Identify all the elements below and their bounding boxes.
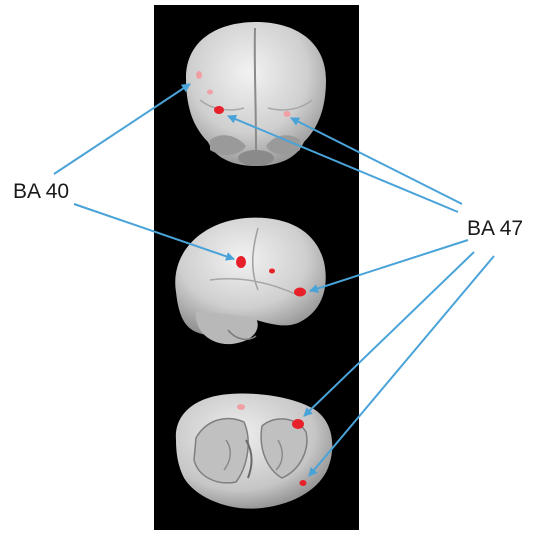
activation-blob-lateral-small — [269, 268, 275, 274]
arrow-ba40-to-lateral — [73, 203, 235, 261]
activation-blob-inferior-ba47-upper — [292, 419, 304, 429]
arrow-ba40-to-frontal — [53, 83, 191, 175]
arrow-ba47-to-inferior-lower — [308, 255, 495, 477]
arrow-ba47-to-lateral — [309, 239, 469, 293]
label-ba47: BA 47 — [467, 217, 524, 240]
label-ba40: BA 40 — [13, 180, 70, 203]
brain-lateral-view — [175, 217, 326, 345]
activation-blob-lateral-ba40 — [236, 256, 246, 268]
activation-blob-frontal-left-upper — [196, 71, 202, 79]
arrow-ba47-to-frontal-left — [227, 114, 459, 213]
activation-blob-inferior-faint — [237, 404, 245, 410]
activation-blob-frontal-right-ba47 — [283, 111, 291, 117]
brain-inferior-view — [175, 393, 333, 509]
arrow-ba47-to-inferior-upper — [303, 251, 475, 417]
annotation-arrows — [53, 83, 495, 477]
activation-blob-frontal-left-ba47 — [214, 106, 224, 114]
activation-blob-inferior-ba47-lower — [299, 480, 307, 486]
brain-frontal-view — [186, 22, 326, 166]
activation-blob-lateral-ba47 — [294, 287, 306, 297]
activation-blob-frontal-left-mid — [207, 89, 213, 95]
arrow-ba47-to-frontal-right — [290, 117, 463, 205]
